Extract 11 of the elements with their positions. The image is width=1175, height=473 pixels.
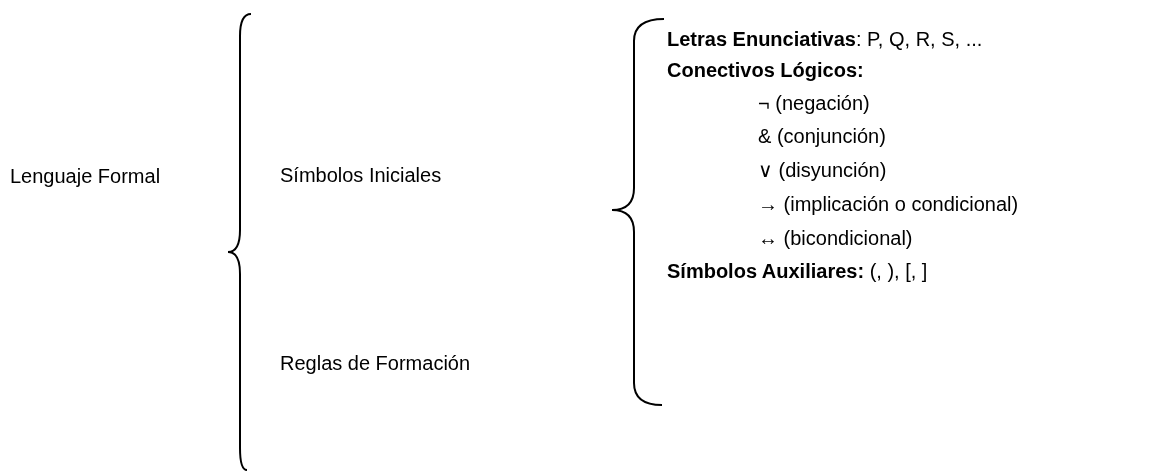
label-text: Letras Enunciativas: P, Q, R, S, ... xyxy=(667,27,983,51)
label-text: Símbolos Iniciales xyxy=(280,163,442,187)
connective-symbol-text: → (implicación o condicional) xyxy=(758,192,1019,216)
connective-symbol-text: & (conjunción) xyxy=(758,124,886,148)
connective-symbol-text: ↔ (bicondicional) xyxy=(758,226,913,250)
connective-symbol-text: ¬ (negación) xyxy=(758,91,870,115)
label-text: Conectivos Lógicos: xyxy=(667,58,864,82)
connective-symbol-text: ∨ (disyunción) xyxy=(758,158,887,182)
title-text: Lenguaje Formal xyxy=(10,164,162,189)
label-text: Símbolos Auxiliares: (, ), [, ] xyxy=(667,259,928,283)
label-text: Reglas de Formación xyxy=(280,351,471,375)
